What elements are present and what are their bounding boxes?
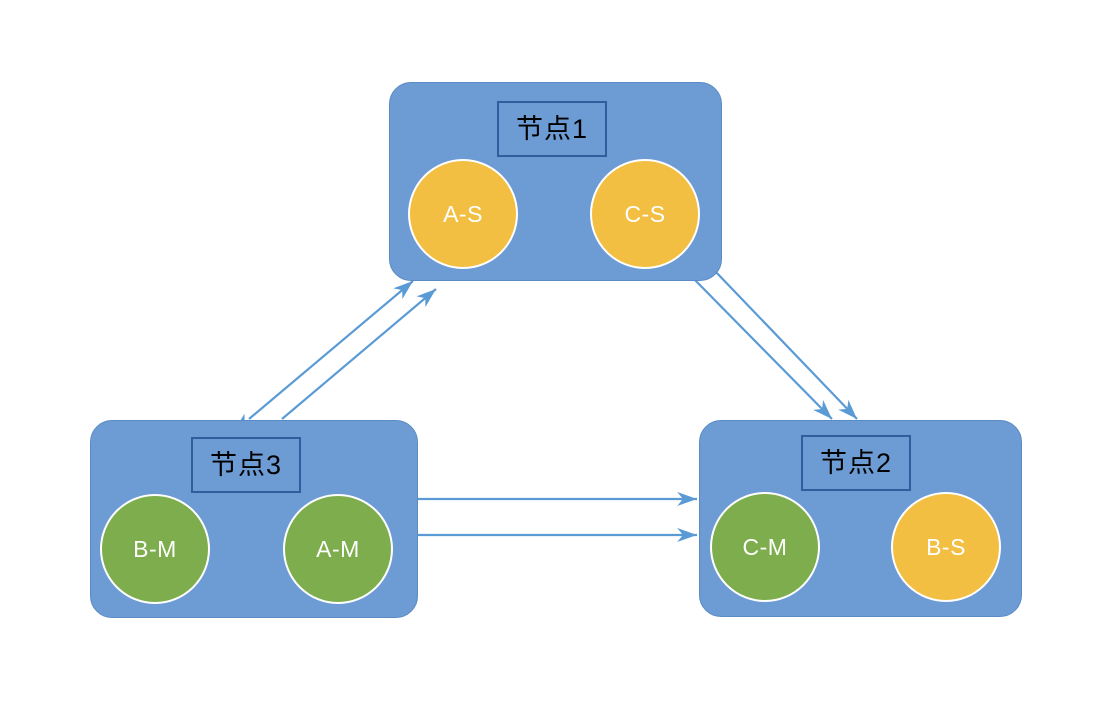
connection-n3-n1-outer <box>233 280 414 432</box>
circle-b-s[interactable]: B-S <box>891 492 1001 602</box>
circle-a-m[interactable]: A-M <box>283 494 393 604</box>
node-label-node3: 节点3 <box>191 437 301 493</box>
circle-c-m[interactable]: C-M <box>710 492 820 602</box>
connection-n1-n2-outer <box>700 255 858 420</box>
circle-c-s[interactable]: C-S <box>590 159 700 269</box>
circle-b-m[interactable]: B-M <box>100 494 210 604</box>
connection-n1-n2-inner <box>677 261 833 420</box>
node-label-node2: 节点2 <box>801 435 911 491</box>
node-label-node1: 节点1 <box>497 101 607 157</box>
connection-n3-n1-inner <box>281 288 437 420</box>
circle-a-s[interactable]: A-S <box>408 159 518 269</box>
